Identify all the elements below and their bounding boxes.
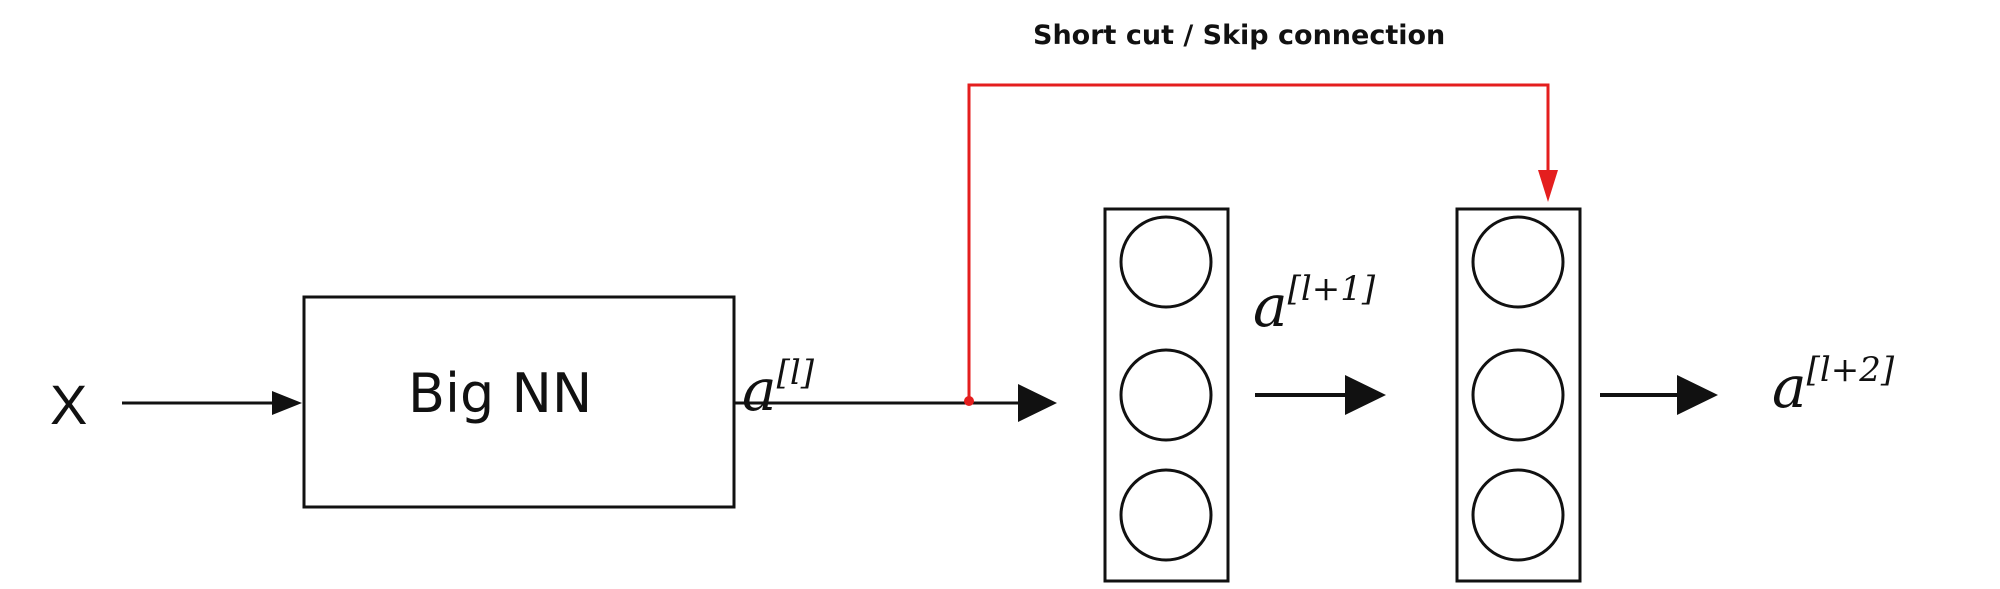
layer-1-to-2-arrow: [1255, 375, 1386, 415]
activation-a-l1-base: a: [1253, 272, 1288, 340]
activation-a-l1: a[l+1]: [1253, 272, 1375, 340]
input-arrow: [122, 391, 302, 415]
activation-a-l-sup: [l]: [776, 352, 814, 393]
input-label: X: [50, 373, 88, 436]
activation-a-l2-sup: [l+2]: [1806, 349, 1895, 390]
activation-a-l2: a[l+2]: [1772, 353, 1894, 421]
neuron-2-3: [1471, 468, 1565, 562]
layer-1: [1103, 207, 1230, 583]
big-nn-label: Big NN: [408, 362, 593, 425]
output-arrow: [1600, 375, 1718, 415]
activation-a-l2-base: a: [1772, 353, 1807, 421]
neuron-2-1: [1471, 215, 1565, 309]
diagram-title: Short cut / Skip connection: [1033, 20, 1446, 51]
activation-a-l: a[l]: [742, 356, 814, 424]
activation-a-l-base: a: [742, 356, 777, 424]
neuron-1-2: [1119, 348, 1213, 442]
neuron-2-2: [1471, 348, 1565, 442]
neuron-1-1: [1119, 215, 1213, 309]
neuron-1-3: [1119, 468, 1213, 562]
activation-a-l1-sup: [l+1]: [1287, 268, 1376, 309]
layer-2: [1455, 207, 1582, 583]
skip-connection-path: [964, 83, 1558, 406]
